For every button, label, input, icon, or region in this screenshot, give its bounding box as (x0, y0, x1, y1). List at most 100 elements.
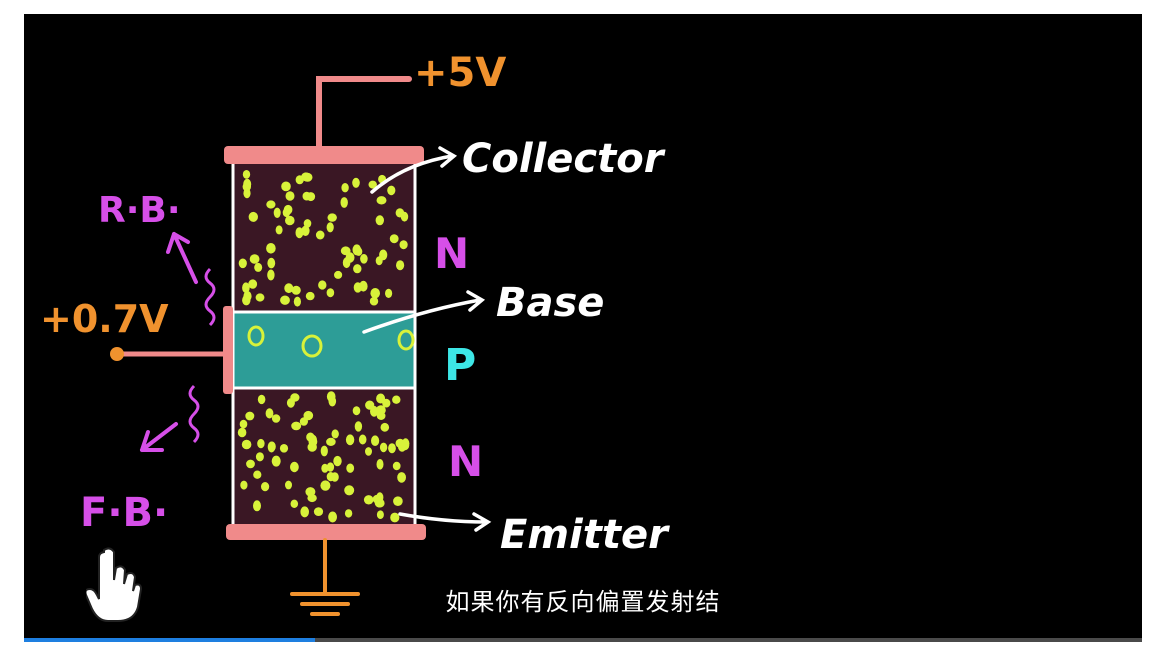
electron-dot (290, 499, 299, 508)
electron-dot (271, 414, 281, 423)
electron-dot (376, 411, 386, 420)
electron-dot (239, 419, 248, 429)
electron-dot (290, 461, 299, 473)
electron-dot (237, 427, 247, 438)
electron-dot (326, 288, 335, 298)
electron-dot (392, 461, 401, 471)
electron-dot (326, 437, 336, 446)
electron-dot (376, 459, 384, 470)
electron-dot (320, 445, 328, 457)
electron-dot (370, 288, 381, 299)
electron-dot (371, 435, 380, 447)
electron-dot (397, 472, 406, 483)
electron-dot (257, 394, 266, 405)
electron-dot (363, 495, 374, 505)
electron-dot (281, 181, 291, 192)
electron-dot (387, 185, 396, 196)
electron-dot (284, 283, 294, 294)
squiggle-bottom (188, 384, 200, 444)
emitter-plate (226, 524, 426, 540)
electron-dot (344, 485, 355, 496)
electron-dot (243, 188, 251, 199)
electron-dot (301, 172, 311, 182)
electron-dot (334, 270, 343, 279)
electron-dot (326, 222, 334, 233)
electron-dot (368, 180, 377, 189)
electron-dot (280, 295, 290, 305)
electron-dot (388, 443, 396, 454)
collector-arrow (370, 146, 458, 194)
electron-dot (327, 213, 337, 222)
electron-dot (291, 421, 302, 431)
electron-dot (279, 444, 289, 453)
electron-dots-bottom (237, 391, 410, 523)
electron-dot (267, 441, 276, 453)
electron-dot (285, 191, 295, 201)
electron-dot (273, 207, 281, 218)
electron-dot (369, 296, 379, 306)
electron-dot (267, 269, 275, 281)
electron-dot (305, 291, 315, 301)
video-player[interactable]: +5V +0.7V (24, 14, 1142, 642)
electron-dot (293, 296, 301, 307)
electron-dot (380, 422, 390, 432)
electron-dot (352, 244, 362, 256)
electron-dot (352, 406, 361, 416)
electron-dot (354, 421, 363, 432)
fb-label: F·B· (80, 490, 168, 536)
electron-dot (254, 262, 263, 272)
electron-dot (358, 434, 367, 445)
electron-dot (333, 455, 342, 467)
electron-dot (285, 480, 292, 490)
electron-dot (308, 434, 317, 445)
hand-pointer-icon (86, 547, 142, 622)
electron-dot (299, 417, 308, 426)
electron-dot (326, 462, 335, 472)
electron-dot (393, 496, 403, 507)
electron-dot (242, 170, 251, 179)
video-progress-bar[interactable] (24, 638, 1142, 642)
electron-dot (248, 211, 258, 222)
electron-dot (271, 455, 281, 467)
emitter-label: Emitter (500, 512, 670, 558)
electron-dot (246, 459, 255, 469)
electron-dot (376, 196, 387, 205)
electron-dot (305, 487, 316, 497)
electron-dot (346, 463, 355, 473)
base-label: Base (496, 280, 604, 326)
electron-dot (266, 200, 276, 209)
electron-dot (306, 192, 316, 202)
electron-dot (365, 447, 372, 456)
base-contact (223, 306, 233, 394)
supply-label: +5V (414, 50, 506, 96)
electron-dot (374, 496, 384, 508)
electron-dot (283, 204, 293, 215)
electron-dot (330, 472, 339, 482)
electron-dot (352, 177, 360, 188)
electron-dot (341, 183, 349, 193)
rb-label: R·B· (98, 190, 181, 231)
electron-dot (375, 256, 383, 266)
base-terminal (110, 347, 124, 361)
electron-dot (301, 225, 310, 236)
electron-dot (242, 295, 251, 306)
rb-arrow (166, 232, 198, 284)
emitter-arrow (398, 512, 492, 532)
electron-dot (238, 258, 247, 269)
n-bottom-label: N (448, 437, 483, 486)
electron-dot (261, 482, 270, 492)
electron-dot (376, 393, 386, 404)
electron-dot (255, 452, 264, 462)
electron-dot (321, 463, 329, 473)
base-voltage-label: +0.7V (40, 297, 169, 341)
electron-dot (241, 439, 252, 450)
electron-dot (275, 225, 283, 235)
squiggle-top (204, 267, 216, 327)
electron-dot (243, 178, 252, 190)
electron-dot (295, 227, 304, 239)
electron-dot (376, 510, 384, 519)
electron-dot (345, 252, 355, 263)
collector-plate (224, 146, 424, 164)
fb-arrow (140, 422, 178, 452)
electron-dot (313, 507, 324, 516)
